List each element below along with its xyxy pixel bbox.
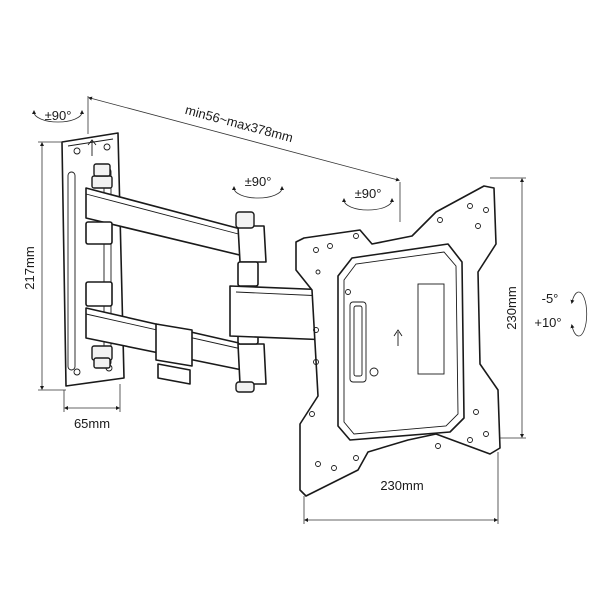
height-wall-plate-label: 217mm	[22, 246, 37, 289]
upper-arm	[85, 187, 267, 263]
lower-arm	[85, 307, 267, 385]
rotation-left-label: ±90°	[45, 108, 72, 123]
tilt-up-label: -5°	[542, 291, 559, 306]
rotation-arrows	[32, 110, 588, 337]
rotation-arm-label: ±90°	[245, 174, 272, 189]
width-wall-plate-label: 65mm	[74, 416, 110, 431]
height-vesa-label: 230mm	[504, 286, 519, 329]
vesa-plate	[295, 185, 501, 497]
width-vesa-label: 230mm	[380, 478, 423, 493]
pivot-hinges	[85, 163, 113, 369]
tilt-down-label: +10°	[534, 315, 561, 330]
extension-label: min56~max378mm	[184, 102, 295, 145]
rotation-plate-label: ±90°	[355, 186, 382, 201]
dimension-lines	[38, 96, 526, 524]
